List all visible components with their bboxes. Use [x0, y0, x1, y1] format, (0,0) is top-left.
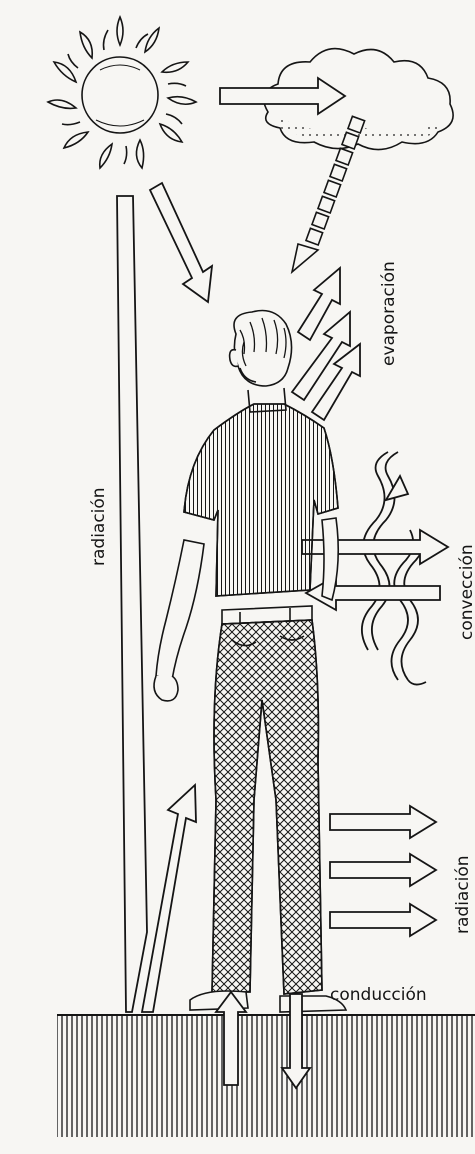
body-radiation-arrows [330, 806, 436, 936]
label-evaporacion: evaporación [379, 261, 399, 366]
label-radiacion-body: radiación [453, 855, 473, 934]
label-radiacion-sun: radiación [89, 487, 109, 566]
sun-icon [48, 17, 196, 168]
ground-hatch [57, 1015, 475, 1137]
label-conduccion: conducción [330, 985, 427, 1005]
sun-to-head-arrow [150, 183, 212, 302]
label-conveccion: convección [457, 544, 475, 640]
evaporation-arrows [292, 268, 360, 420]
ground-reflect-arrow [142, 785, 196, 1012]
convection-waves [362, 452, 426, 685]
sun-radiation-beam [117, 196, 147, 1012]
